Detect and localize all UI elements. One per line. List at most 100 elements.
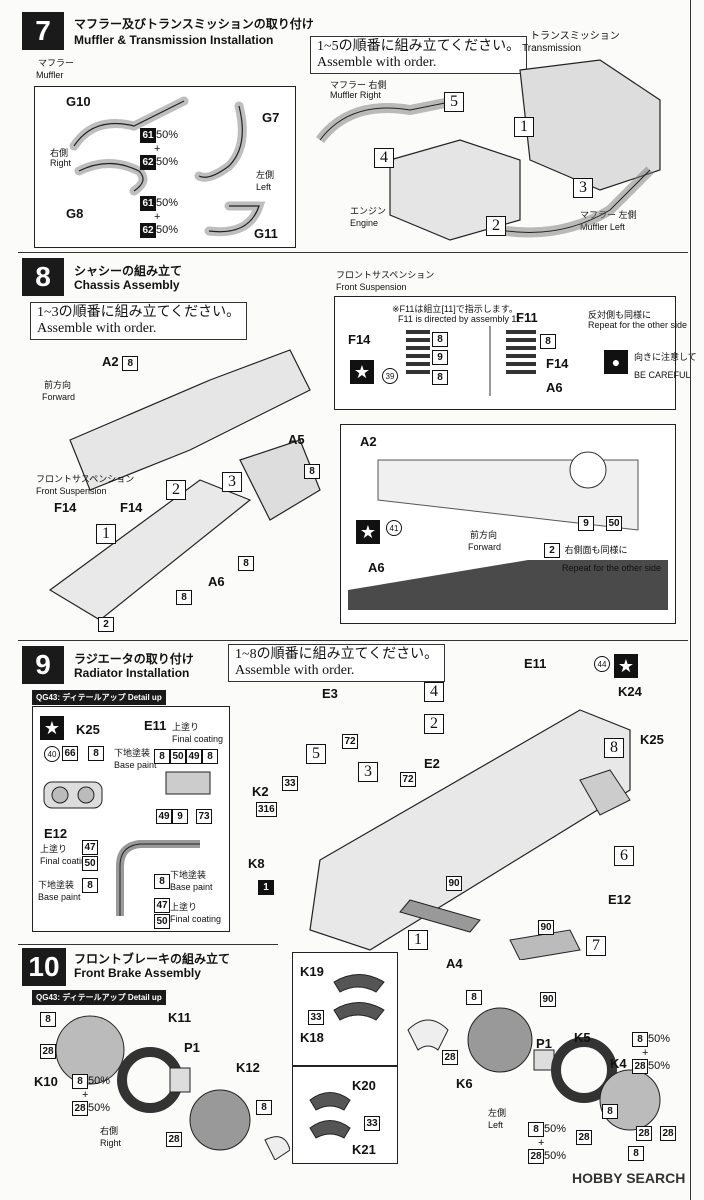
paint-8-b: 8 [154, 874, 170, 889]
part-k24: K24 [618, 684, 642, 699]
paint-72-b: 72 [400, 772, 416, 787]
k20-paint-33: 33 [364, 1116, 380, 1131]
detail-a2: A2 [360, 434, 377, 449]
seq-1: 1 [514, 117, 534, 137]
k20-k21-box [292, 1066, 398, 1164]
seq-9-7: 7 [586, 936, 606, 956]
part-k12: K12 [236, 1060, 260, 1075]
susp-paint-8: 8 [540, 334, 556, 349]
paint-47-a: 47 [82, 840, 98, 855]
part-f14-box: F14 [348, 332, 371, 347]
part-k8: K8 [248, 856, 265, 871]
brake-paint-28a: 28 [40, 1044, 56, 1059]
spring-paint-8a: 8 [432, 332, 448, 347]
step-10-title-en: Front Brake Assembly [74, 966, 201, 980]
part-a2: A2 8 [102, 354, 139, 371]
paint-90-c: 90 [540, 992, 556, 1007]
susp-f14: F14 [546, 356, 569, 371]
base-jp-3: 下地塗装 [170, 870, 207, 880]
part-e12-detail: E12 [44, 826, 68, 841]
muffler-parts-drawing [69, 96, 266, 237]
part-g7: G7 [262, 110, 280, 125]
careful-icon: ● [604, 350, 628, 374]
e11-drawing [165, 771, 211, 795]
final-en-1: Final coating [172, 734, 224, 744]
detail-a6: A6 [368, 560, 385, 575]
part-k11: K11 [168, 1010, 192, 1025]
seq-5: 5 [444, 92, 464, 112]
seq-9-2: 2 [424, 714, 444, 734]
brake-left-paint-8: 8 [466, 990, 482, 1005]
k18-paint-33: 33 [308, 1010, 324, 1025]
seq-8-1: 1 [96, 524, 116, 544]
paint-8-k25: 8 [88, 746, 104, 761]
circle-39: 39 [382, 368, 398, 384]
part-a4: A4 [446, 956, 463, 971]
paint-8-a: 8 [82, 878, 98, 893]
brake-left-paint-28b: 28 [576, 1130, 592, 1145]
repeat2-note: 2 右側面も同様に Repeat for the other side [544, 540, 661, 576]
brake-left-jp: 左側 [488, 1108, 507, 1118]
a6-paint-1: 8 [238, 556, 254, 571]
e12-pipe-drawing [116, 840, 200, 916]
forward2-en: Forward [468, 542, 502, 552]
part-p1-right: P1 [184, 1040, 200, 1055]
star-icon: ★ [350, 360, 374, 384]
engine-label-en: Engine [350, 218, 379, 228]
paint-72-a: 72 [342, 734, 358, 749]
seq-3: 3 [573, 178, 593, 198]
part-e11-detail: E11 [144, 718, 167, 733]
part-k25-detail: K25 [76, 722, 100, 737]
divider-8-9 [18, 640, 688, 641]
k18-k19-drawing [333, 974, 385, 1021]
step-10-number: 10 [22, 948, 66, 986]
step-7-order-note: 1~5の順番に組み立てください。Assemble with order. [310, 36, 528, 74]
chassis-section-drawing [348, 451, 668, 610]
circle-41: 41 [386, 520, 402, 536]
final-en-3: Final coating [170, 914, 222, 924]
part-a5: A5 [288, 432, 305, 447]
step-8-title-en: Chassis Assembly [74, 278, 180, 292]
paint-50-a: 50 [82, 856, 98, 871]
brake-paint-28b: 28 [166, 1132, 182, 1147]
right-label-en: Right [50, 158, 72, 168]
step-7-title-jp: マフラー及びトランスミッションの取り付け [74, 17, 314, 31]
a6-paint-3: 2 [98, 617, 114, 632]
step-8-title-jp: シャシーの組み立て [74, 264, 183, 278]
part-k21: K21 [352, 1142, 376, 1157]
muffler-label-jp: マフラー [38, 58, 75, 68]
part-k5: K5 [574, 1030, 591, 1045]
brake-right-en: Right [100, 1138, 122, 1148]
circle-40: 40 [44, 746, 60, 762]
part-f14-right: F14 [120, 500, 143, 515]
star-icon-3: ★ [40, 716, 64, 740]
right-label-jp: 右側 [50, 148, 69, 158]
muffler-left-en: Muffler Left [580, 222, 625, 232]
part-k18: K18 [300, 1030, 324, 1045]
step-8-number: 8 [22, 258, 64, 296]
part-p1-left: P1 [536, 1036, 552, 1051]
base-jp-1: 下地塗装 [114, 748, 151, 758]
step-9-number: 9 [22, 646, 64, 684]
seq-9-6: 6 [614, 846, 634, 866]
detail-paint-9: 9 [578, 516, 594, 531]
paint-33: 33 [282, 776, 298, 791]
paint-47-b: 47 [154, 898, 170, 913]
part-k6: K6 [456, 1076, 473, 1091]
step-9-title-en: Radiator Installation [74, 666, 190, 680]
seq-9-5: 5 [306, 744, 326, 764]
base-jp-2: 下地塗装 [38, 880, 75, 890]
left-label-en: Left [256, 182, 272, 192]
brake-left-paint-28c: 28 [636, 1126, 652, 1141]
brake-left-en: Left [488, 1120, 504, 1130]
step-8-order-note: 1~3の順番に組み立てください。Assemble with order. [30, 302, 248, 340]
f11-note-en: F11 is directed by assembly 11. [398, 314, 524, 324]
star-icon-2: ★ [356, 520, 380, 544]
base-en-1: Base paint [114, 760, 157, 770]
muffler-right-en: Muffler Right [330, 90, 381, 100]
part-g8: G8 [66, 206, 84, 221]
